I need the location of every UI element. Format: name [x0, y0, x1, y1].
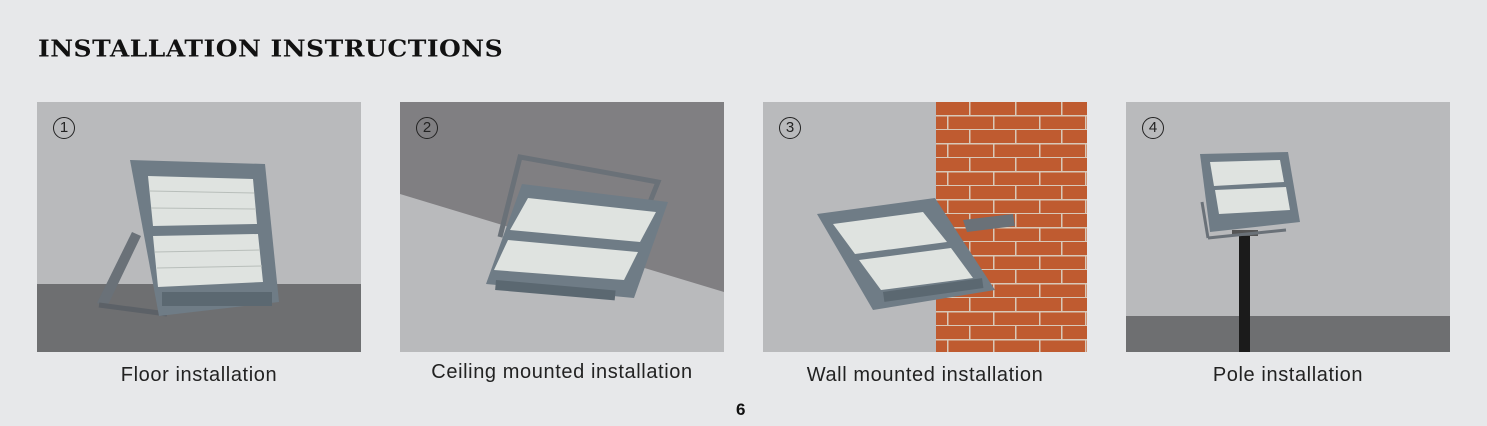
page-title: INSTALLATION INSTRUCTIONS	[38, 35, 504, 62]
caption-ceiling-installation: Ceiling mounted installation	[431, 361, 693, 383]
page-number: 6	[736, 400, 746, 419]
floor-installation-illustration	[37, 102, 361, 352]
caption-floor-installation: Floor installation	[120, 364, 278, 386]
wall-installation-image: 3	[763, 102, 1087, 352]
step-number-1: 1	[53, 117, 75, 139]
ceiling-installation-image: 2	[400, 102, 724, 352]
pole-installation-illustration	[1126, 102, 1450, 352]
ceiling-installation-illustration	[400, 102, 724, 352]
floor-installation-image: 1	[37, 102, 361, 352]
step-number-2: 2	[416, 117, 438, 139]
caption-wall-installation: Wall mounted installation	[806, 364, 1044, 386]
caption-pole-installation: Pole installation	[1212, 364, 1364, 386]
step-number-3: 3	[779, 117, 801, 139]
pole-installation-image: 4	[1126, 102, 1450, 352]
step-number-4: 4	[1142, 117, 1164, 139]
wall-installation-illustration	[763, 102, 1087, 352]
